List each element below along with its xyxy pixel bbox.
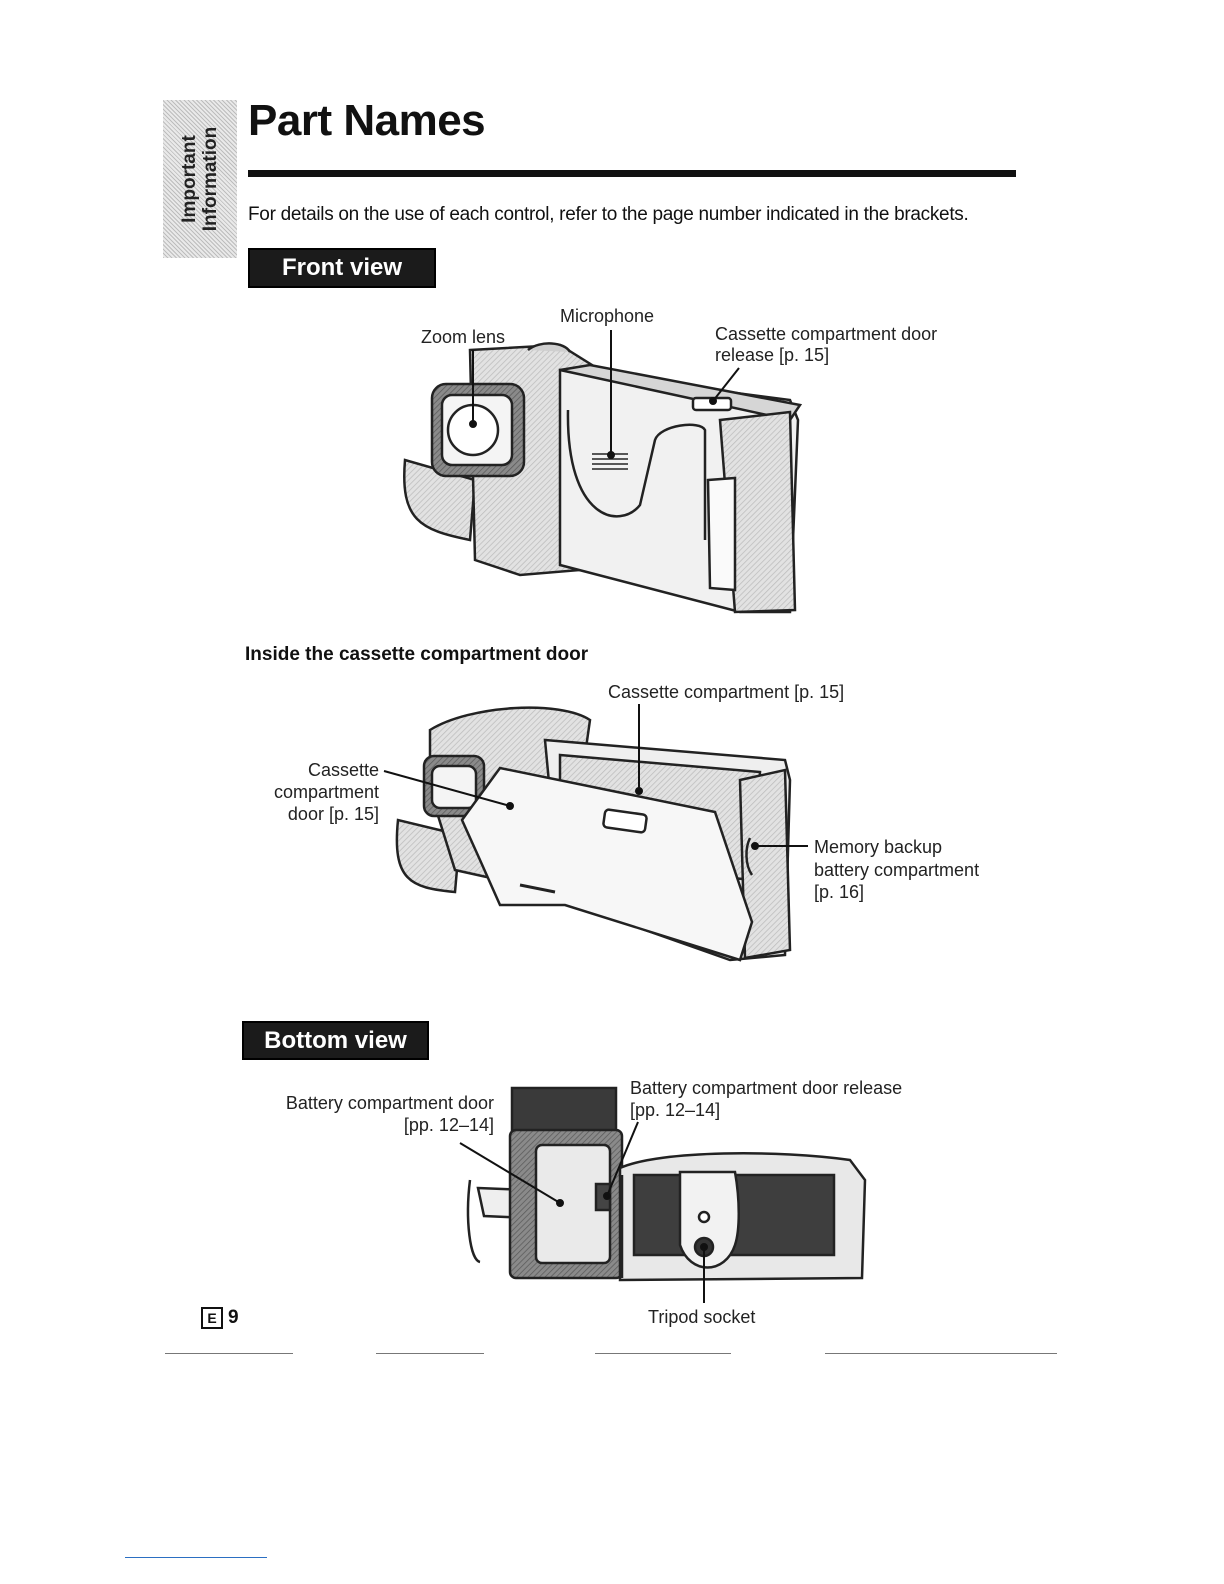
footer-rule xyxy=(165,1353,293,1354)
label-battery-door-1: Battery compartment door xyxy=(240,1092,494,1114)
bottom-blue-rule xyxy=(125,1557,267,1558)
label-tripod-socket: Tripod socket xyxy=(648,1306,755,1328)
footer-rule xyxy=(595,1353,731,1354)
language-mark: E xyxy=(201,1307,223,1329)
label-battery-release-2: [pp. 12–14] xyxy=(630,1099,720,1121)
label-battery-door-2: [pp. 12–14] xyxy=(240,1114,494,1136)
page-number: 9 xyxy=(228,1307,239,1329)
footer-rule xyxy=(376,1353,484,1354)
footer-rule xyxy=(825,1353,1057,1354)
label-battery-release-1: Battery compartment door release xyxy=(630,1077,902,1099)
